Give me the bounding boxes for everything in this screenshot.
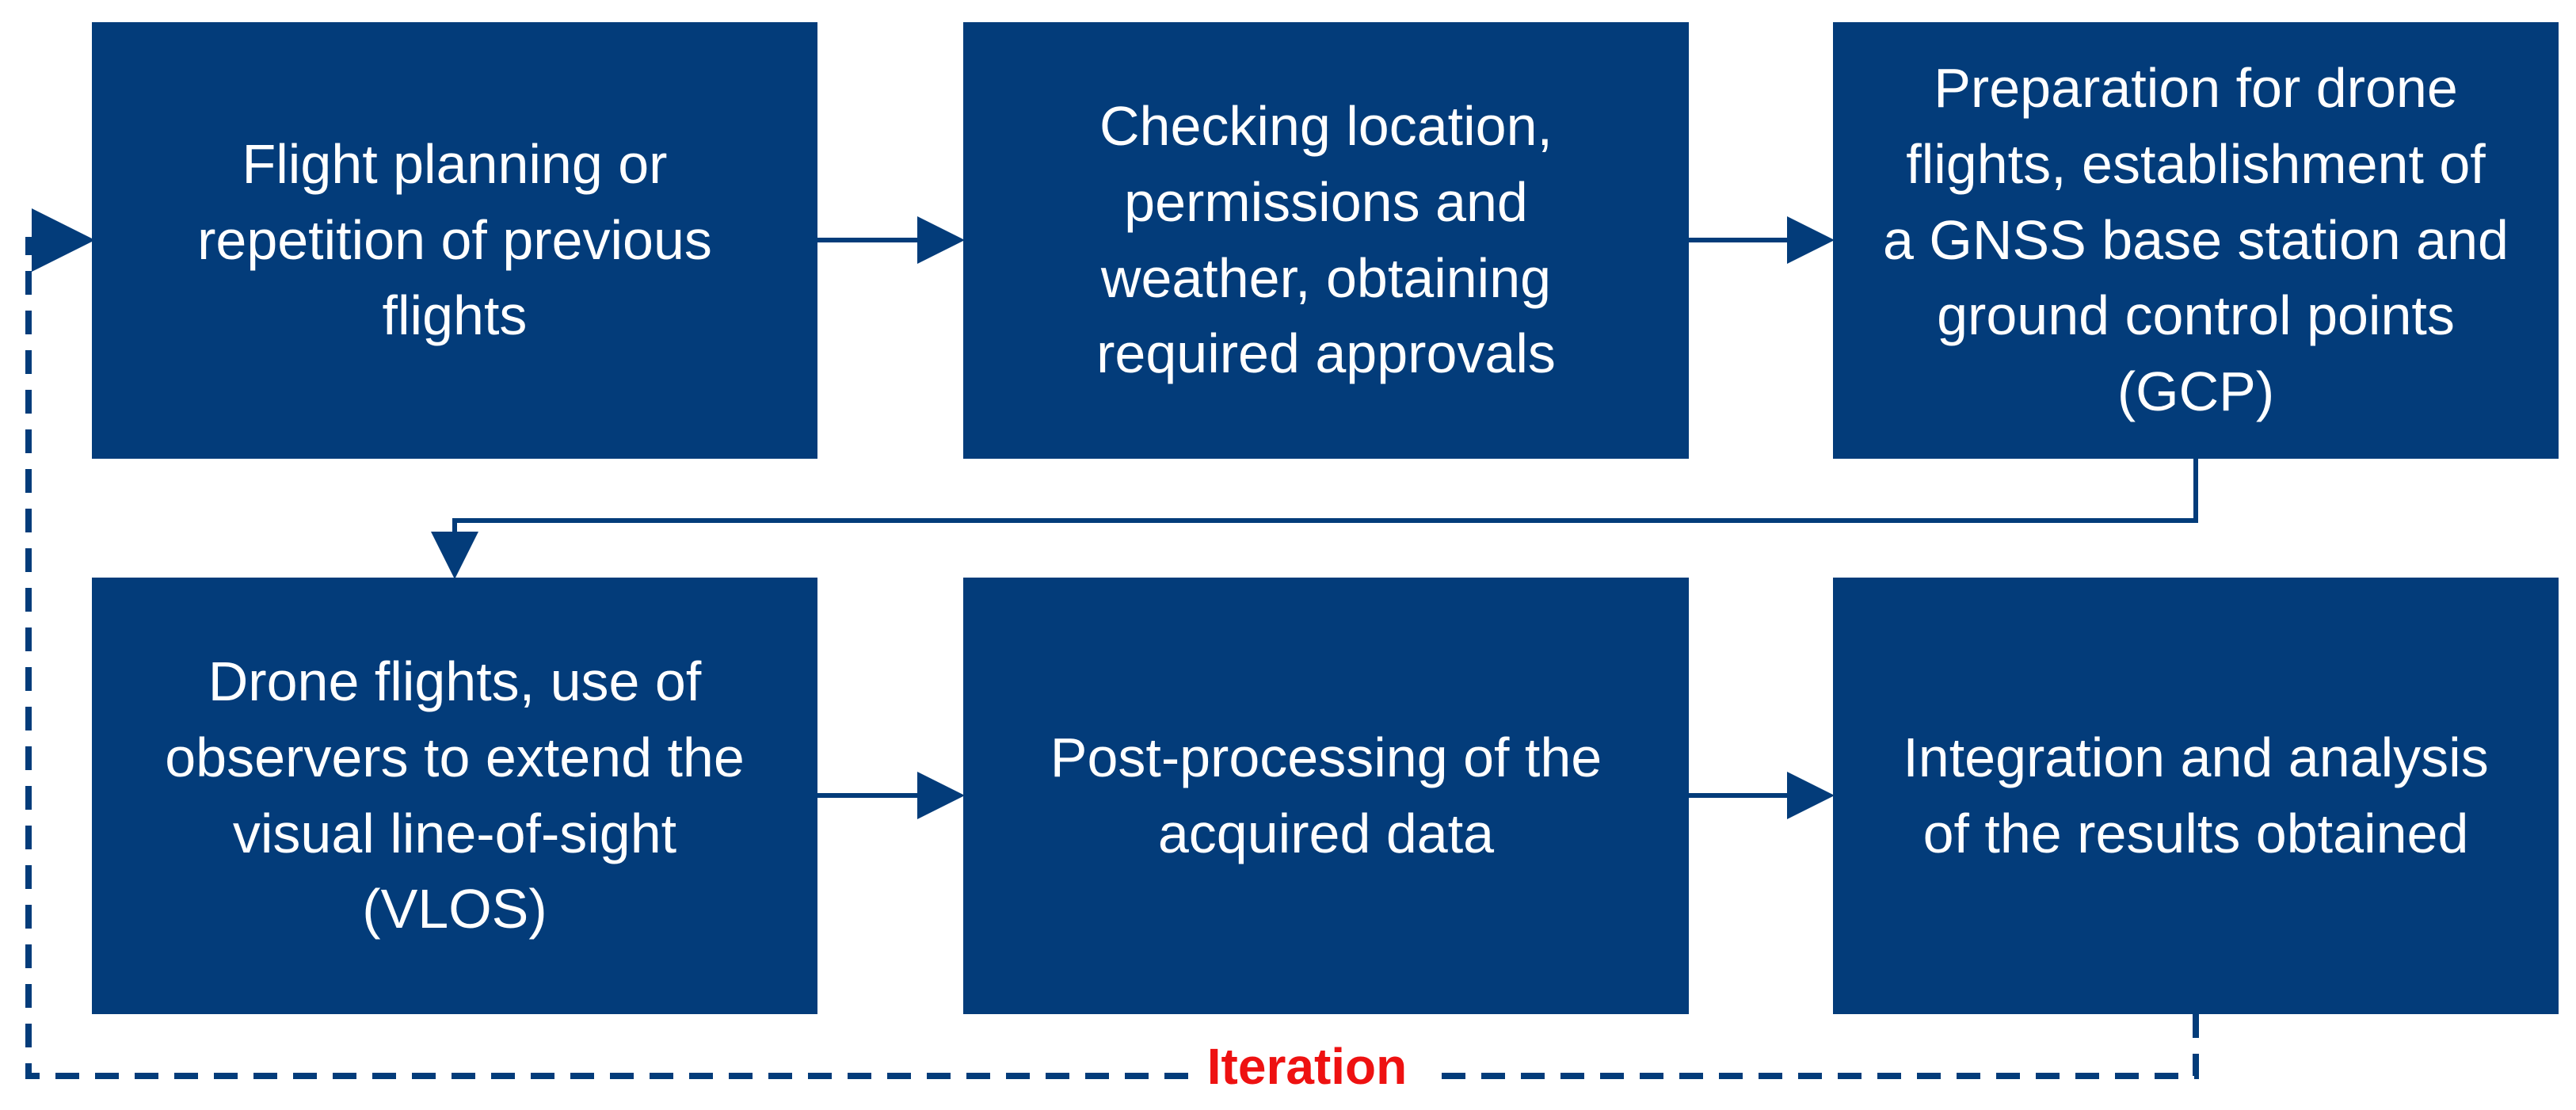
arrow-step3-to-step4 — [431, 459, 2198, 579]
step-flight-planning: Flight planning or repetition of previou… — [92, 22, 817, 459]
step-preparation: Preparation for drone flights, establish… — [1833, 22, 2559, 459]
step-drone-flights: Drone flights, use of observers to exten… — [92, 578, 817, 1014]
step-checking-location: Checking location, permissions and weath… — [963, 22, 1689, 459]
step-integration-analysis: Integration and analysis of the results … — [1833, 578, 2559, 1014]
iteration-loop-arrow — [25, 208, 2199, 1079]
step-post-processing: Post-processing of the acquired data — [963, 578, 1689, 1014]
iteration-label: Iteration — [1188, 1035, 1426, 1098]
